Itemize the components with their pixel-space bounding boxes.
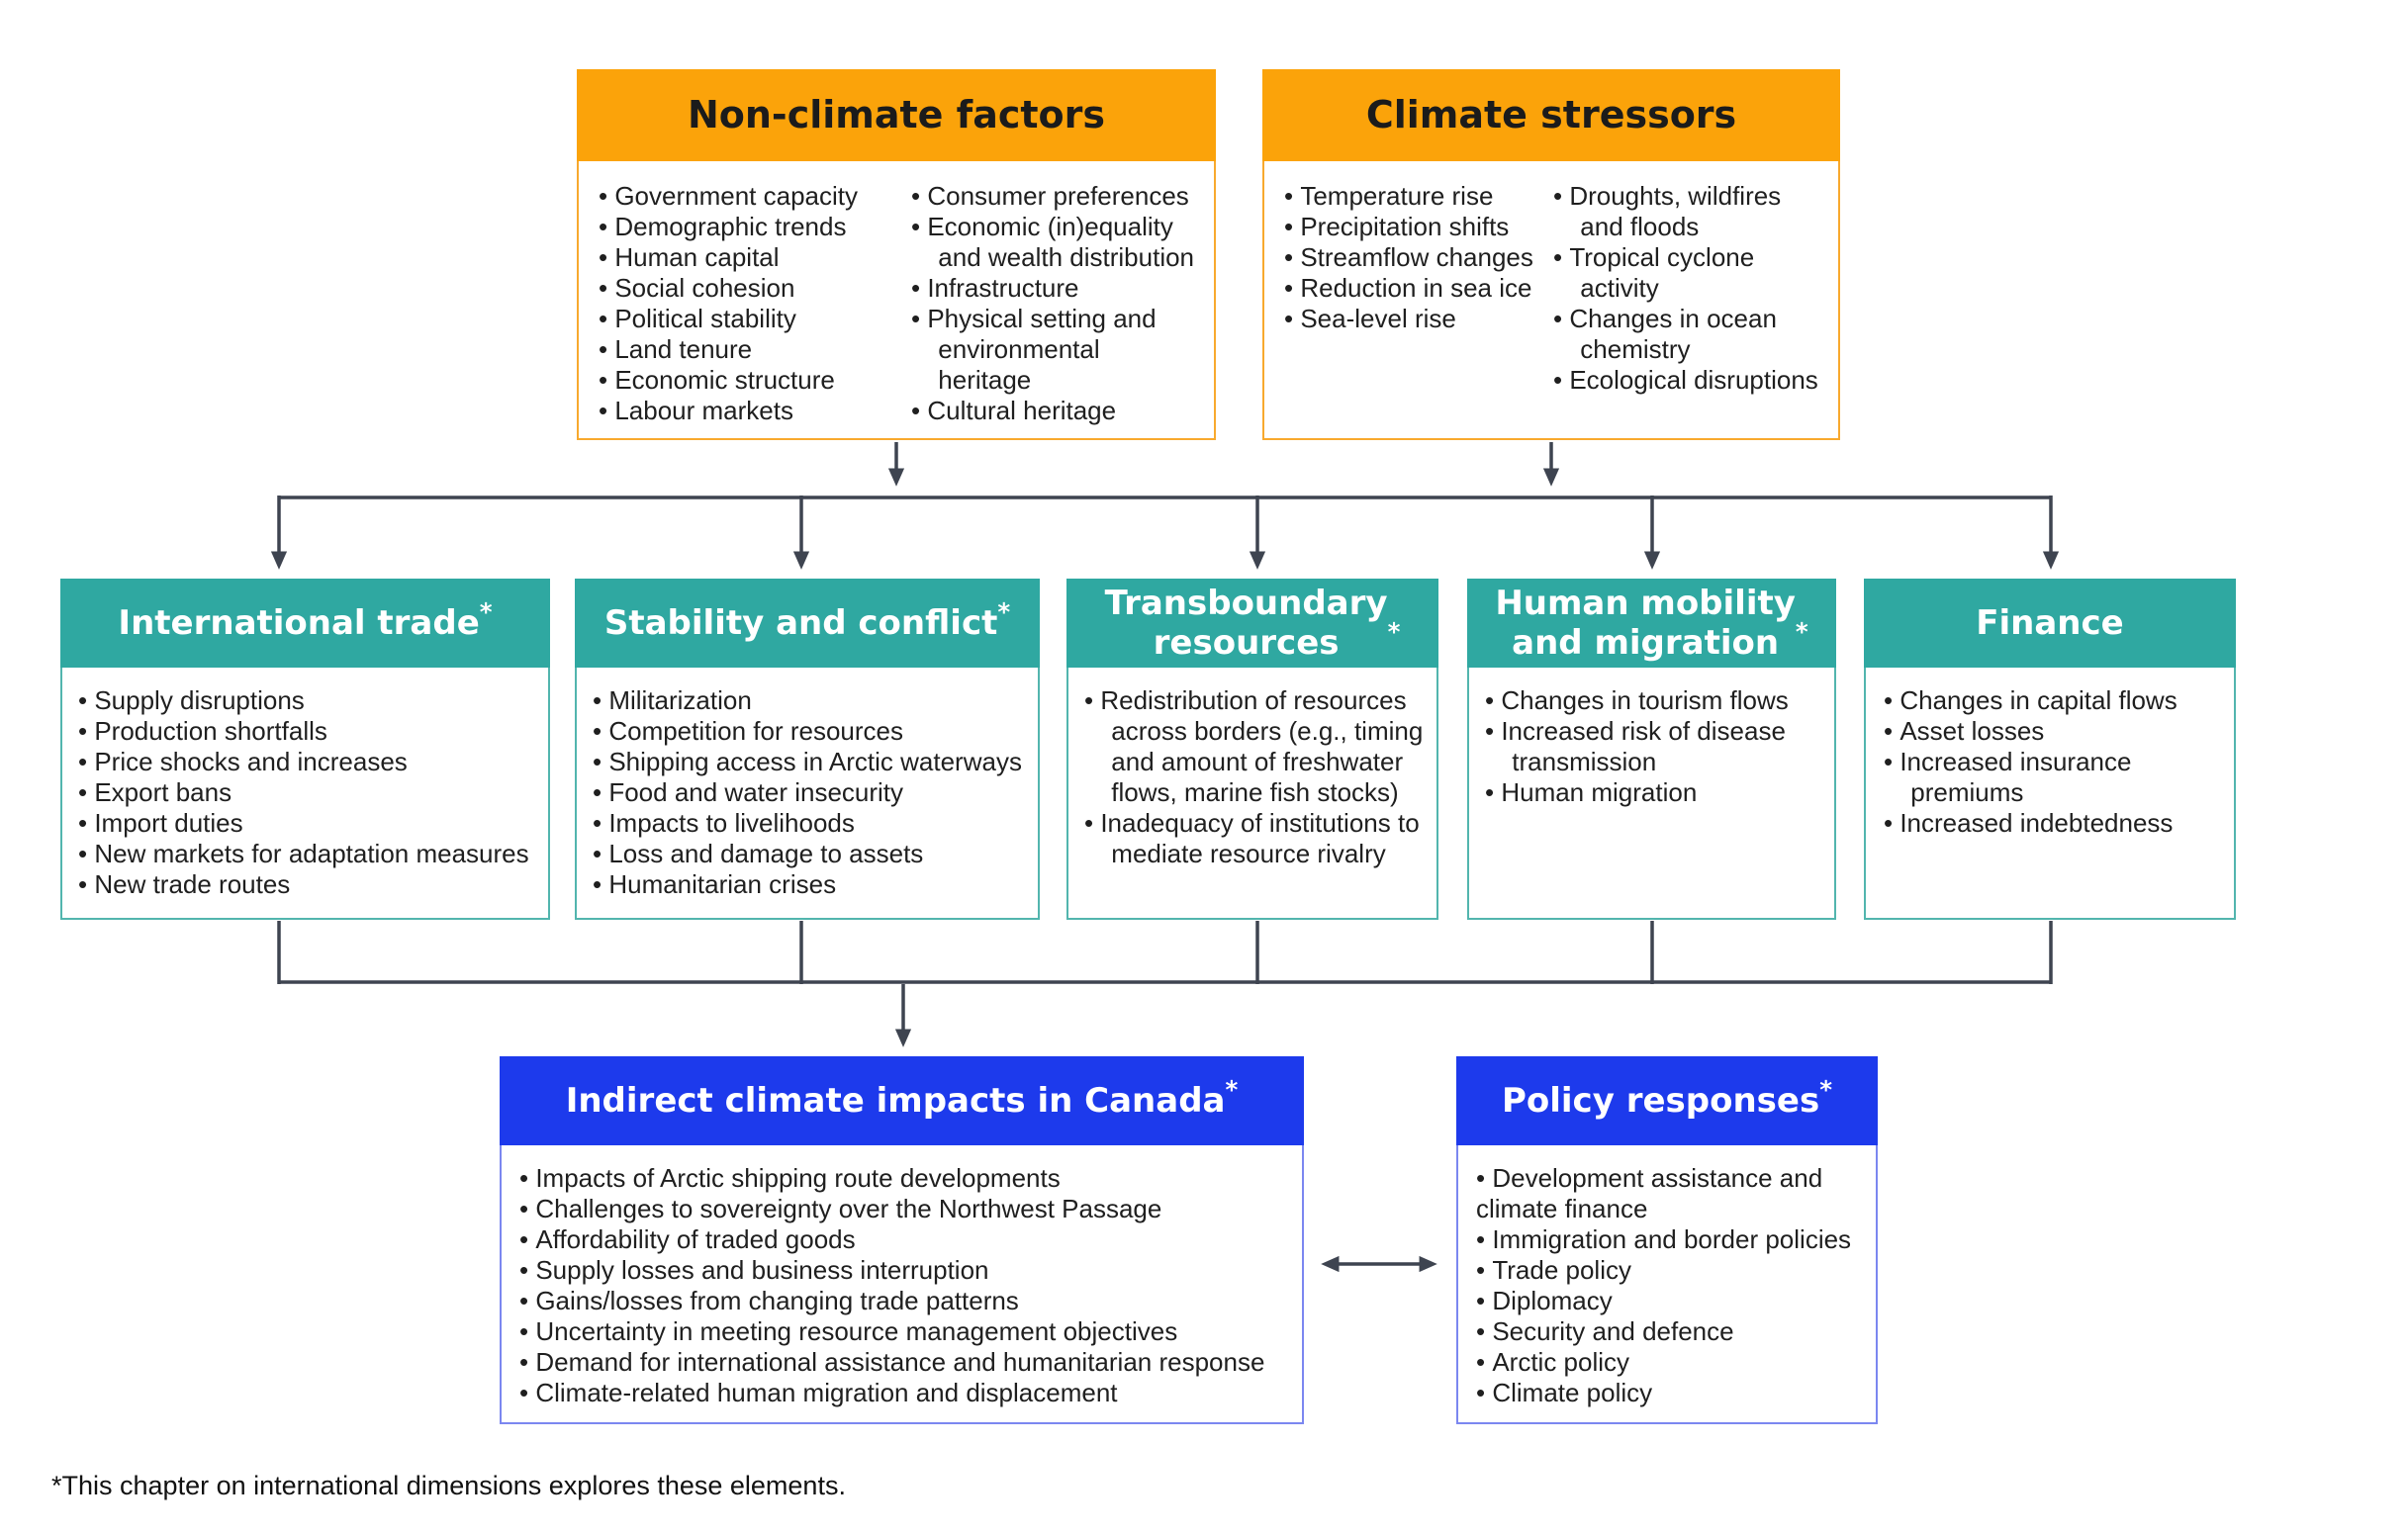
bullet-item: Supply losses and business interruption [519, 1255, 1284, 1286]
bullet-list: Changes in tourism flowsIncreased risk o… [1485, 685, 1818, 808]
bullet-item: Demographic trends [599, 212, 895, 242]
box-title: Non-climate factors [577, 69, 1216, 161]
finance-box: Finance Changes in capital flowsAsset lo… [1864, 579, 2236, 920]
bullet-item: Arctic policy [1476, 1347, 1858, 1378]
box-title: Finance [1864, 579, 2236, 668]
bullet-item: Gains/losses from changing trade pattern… [519, 1286, 1284, 1316]
bullet-item: Asset losses [1884, 716, 2178, 747]
box-title: Stability and conflict* [575, 579, 1040, 668]
bullet-item: Government capacity [599, 181, 895, 212]
bullet-item: Climate-related human migration and disp… [519, 1378, 1284, 1408]
box-title: International trade* [60, 579, 550, 668]
bullet-item: Cultural heritage [911, 396, 1194, 426]
asterisk: * [1225, 1075, 1239, 1105]
bullet-item: Infrastructure [911, 273, 1194, 304]
bullet-item: Physical setting and environmental herit… [911, 304, 1194, 396]
bullet-item: Economic (in)equality and wealth distrib… [911, 212, 1194, 273]
bullet-item: Impacts to livelihoods [593, 808, 1030, 839]
bullet-item: Increased insurance premiums [1884, 747, 2178, 808]
bullet-item: Security and defence [1476, 1316, 1858, 1347]
asterisk: * [1795, 617, 1808, 647]
bullet-item: Consumer preferences [911, 181, 1194, 212]
bullet-item: Development assistance and climate finan… [1476, 1163, 1858, 1224]
non-climate-factors-box: Non-climate factors Government capacityD… [577, 69, 1216, 440]
stability-and-conflict-box: Stability and conflict* MilitarizationCo… [575, 579, 1040, 920]
box-title: Climate stressors [1262, 69, 1840, 161]
bullet-item: Humanitarian crises [593, 869, 1030, 900]
bullet-item: Challenges to sovereignty over the North… [519, 1194, 1284, 1224]
bullet-item: Impacts of Arctic shipping route develop… [519, 1163, 1284, 1194]
indirect-climate-impacts-box: Indirect climate impacts in Canada* Impa… [500, 1056, 1304, 1424]
bullet-list: MilitarizationCompetition for resourcesS… [593, 685, 1030, 900]
asterisk: * [479, 597, 493, 627]
bullet-item: Shipping access in Arctic waterways [593, 747, 1030, 777]
bullet-item: Sea-level rise [1284, 304, 1543, 334]
bullet-item: Food and water insecurity [593, 777, 1030, 808]
bullet-item: Political stability [599, 304, 895, 334]
bullet-item: Inadequacy of institutions to mediate re… [1084, 808, 1427, 869]
bullet-item: Labour markets [599, 396, 895, 426]
bullet-item: Immigration and border policies [1476, 1224, 1858, 1255]
bullet-item: Human migration [1485, 777, 1818, 808]
bullet-item: Social cohesion [599, 273, 895, 304]
top-feed-arrows [887, 442, 1560, 487]
bullet-item: Increased risk of disease transmission [1485, 716, 1818, 777]
asterisk: * [1387, 617, 1401, 647]
bullet-item: Uncertainty in meeting resource manageme… [519, 1316, 1284, 1347]
bullet-item: Export bans [78, 777, 532, 808]
bullet-list: Droughts, wildfires and floodsTropical c… [1553, 181, 1822, 396]
bullet-item: Droughts, wildfires and floods [1553, 181, 1822, 242]
bullet-item: Ecological disruptions [1553, 365, 1822, 396]
bullet-item: Precipitation shifts [1284, 212, 1543, 242]
bullet-list: Changes in capital flowsAsset lossesIncr… [1884, 685, 2178, 839]
bullet-list: Redistribution of resources across borde… [1084, 685, 1427, 869]
bullet-item: Militarization [593, 685, 1030, 716]
bullet-item: Affordability of traded goods [519, 1224, 1284, 1255]
footnote: *This chapter on international dimension… [51, 1471, 846, 1500]
lower-collector-connector [277, 921, 2053, 1047]
bullet-item: Changes in tourism flows [1485, 685, 1818, 716]
bullet-item: Temperature rise [1284, 181, 1543, 212]
bullet-item: Trade policy [1476, 1255, 1858, 1286]
bullet-item: Economic structure [599, 365, 895, 396]
bullet-item: Land tenure [599, 334, 895, 365]
bullet-list: Consumer preferencesEconomic (in)equalit… [911, 181, 1194, 426]
asterisk: * [1819, 1075, 1833, 1105]
bullet-item: Production shortfalls [78, 716, 532, 747]
bullet-item: Changes in ocean chemistry [1553, 304, 1822, 365]
bullet-item: Human capital [599, 242, 895, 273]
asterisk: * [997, 597, 1011, 627]
bullet-item: Redistribution of resources across borde… [1084, 685, 1427, 808]
bullet-item: Increased indebtedness [1884, 808, 2178, 839]
bullet-list: Government capacityDemographic trendsHum… [599, 181, 895, 426]
bullet-item: Changes in capital flows [1884, 685, 2178, 716]
bullet-item: Loss and damage to assets [593, 839, 1030, 869]
bullet-item: Tropical cyclone activity [1553, 242, 1822, 304]
bullet-item: Competition for resources [593, 716, 1030, 747]
bullet-list: Supply disruptionsProduction shortfallsP… [78, 685, 532, 900]
bullet-item: Price shocks and increases [78, 747, 532, 777]
climate-stressors-box: Climate stressors Temperature risePrecip… [1262, 69, 1840, 440]
transboundary-resources-box: Transboundary resources* Redistribution … [1066, 579, 1438, 920]
bullet-item: New markets for adaptation measures [78, 839, 532, 869]
box-title: Indirect climate impacts in Canada* [500, 1056, 1304, 1145]
bullet-item: Reduction in sea ice [1284, 273, 1543, 304]
international-trade-box: International trade* Supply disruptionsP… [60, 579, 550, 920]
bullet-item: New trade routes [78, 869, 532, 900]
bullet-list: Development assistance and climate finan… [1476, 1163, 1858, 1408]
bullet-item: Diplomacy [1476, 1286, 1858, 1316]
human-mobility-migration-box: Human mobility and migration* Changes in… [1467, 579, 1836, 920]
bullet-list: Temperature risePrecipitation shiftsStre… [1284, 181, 1543, 396]
bullet-list: Impacts of Arctic shipping route develop… [519, 1163, 1284, 1408]
box-title: Transboundary resources* [1066, 579, 1438, 668]
box-title: Human mobility and migration* [1467, 579, 1836, 668]
upper-distribution-connector [270, 496, 2060, 570]
bullet-item: Import duties [78, 808, 532, 839]
bullet-item: Climate policy [1476, 1378, 1858, 1408]
policy-responses-box: Policy responses* Development assistance… [1456, 1056, 1878, 1424]
box-title: Policy responses* [1456, 1056, 1878, 1145]
bullet-item: Supply disruptions [78, 685, 532, 716]
bullet-item: Streamflow changes [1284, 242, 1543, 273]
bullet-item: Demand for international assistance and … [519, 1347, 1284, 1378]
